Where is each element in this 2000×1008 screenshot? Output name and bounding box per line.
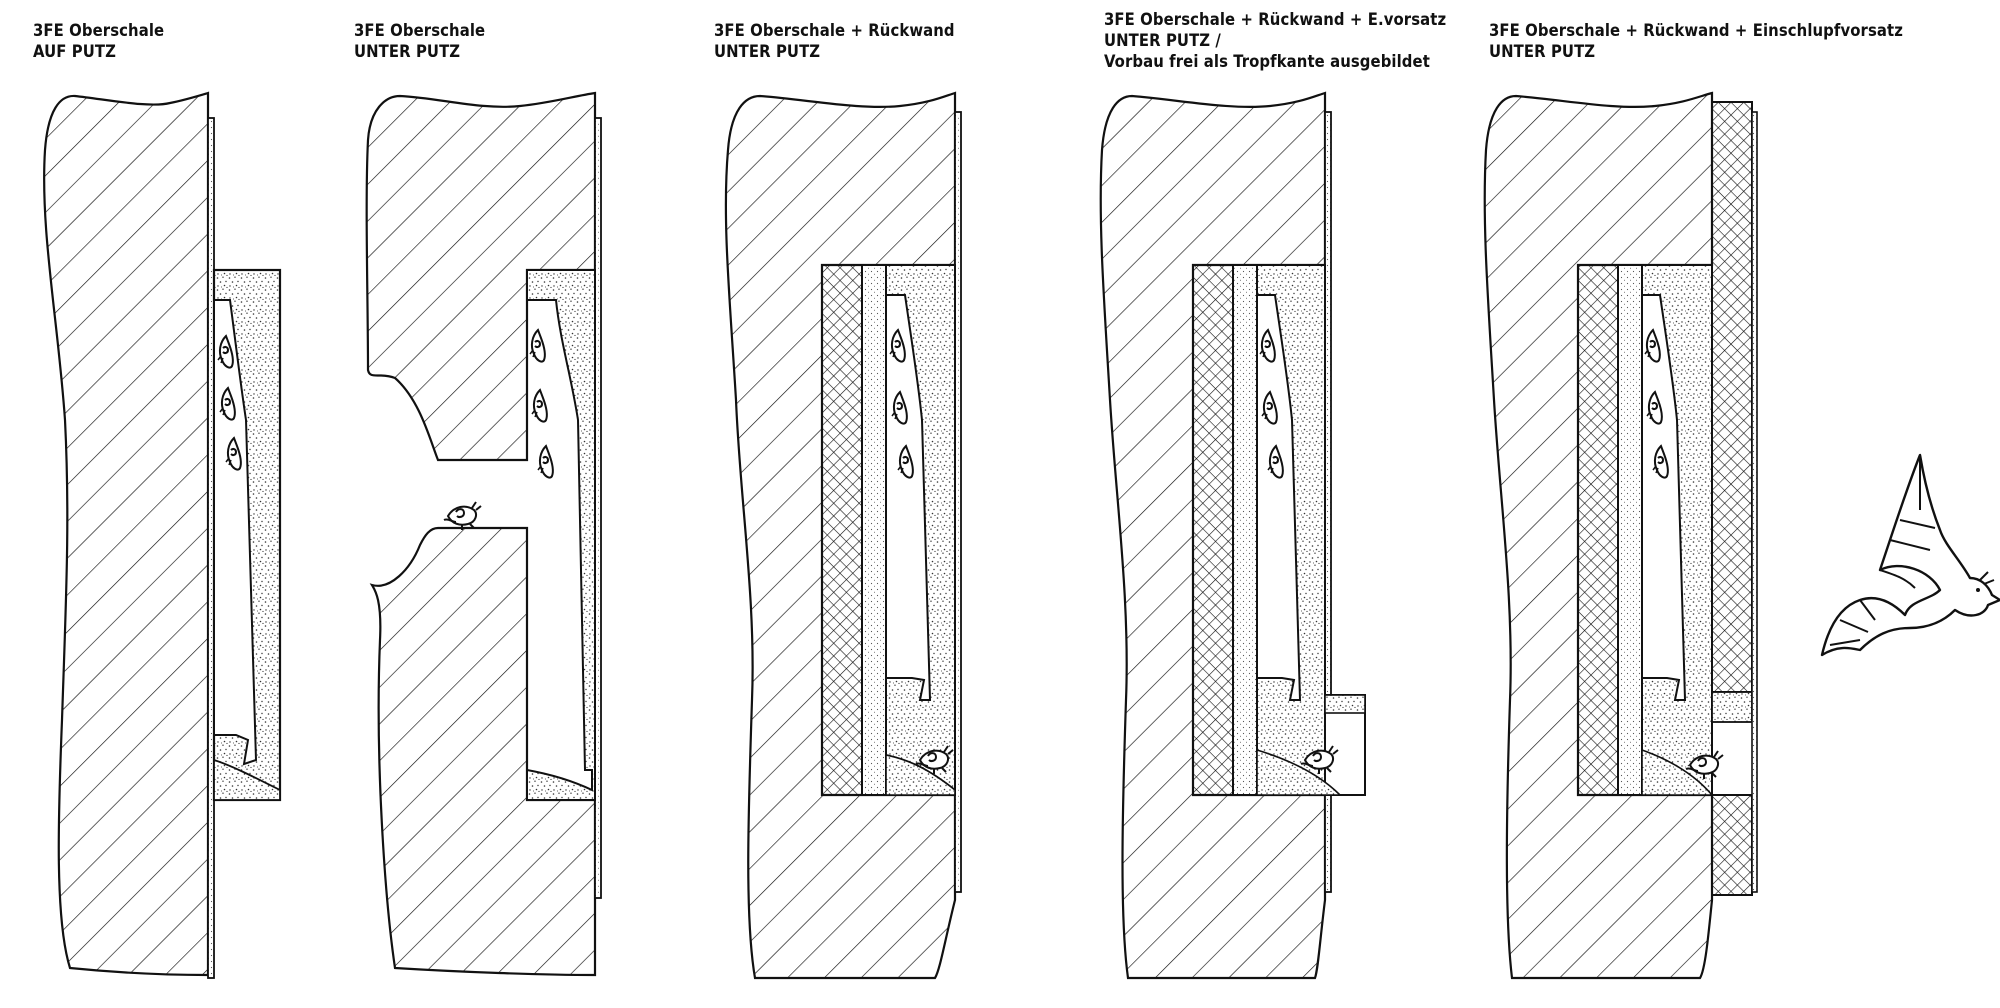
- rear-panel-crosshatch: [1192, 264, 1234, 796]
- rear-panel-insulation: [861, 264, 887, 796]
- wall-section-upper: [365, 91, 597, 462]
- panel-3-rueckwand: [724, 91, 962, 980]
- wall-section: [1099, 91, 1327, 980]
- caption-panel-2: 3FE Oberschale UNTER PUTZ: [354, 21, 486, 61]
- bat-flying-icon: [1820, 453, 2000, 657]
- rear-panel-crosshatch: [821, 264, 863, 796]
- rear-panel-crosshatch: [1577, 264, 1619, 796]
- panel-2-unter-putz: [365, 91, 602, 977]
- rear-panel-insulation: [1232, 264, 1258, 796]
- plaster-layer: [1751, 111, 1758, 893]
- panel-5-einschlupfvorsatz: [1483, 91, 1758, 980]
- entry-attachment-crosshatch-lower: [1711, 794, 1753, 896]
- caption-panel-4: 3FE Oberschale + Rückwand + E.vorsatz UN…: [1104, 10, 1447, 71]
- bat-box-shell: [526, 269, 596, 801]
- wall-section: [1483, 91, 1714, 980]
- rear-panel-insulation: [1617, 264, 1643, 796]
- panel-1-auf-putz: [43, 91, 282, 979]
- wall-section-lower: [369, 526, 597, 977]
- panel-4-e-vorsatz: [1099, 91, 1366, 980]
- wall-section: [43, 91, 210, 977]
- entry-attachment-crosshatch: [1711, 101, 1753, 693]
- caption-panel-1: 3FE Oberschale AUF PUTZ: [33, 21, 165, 61]
- wall-section: [724, 91, 957, 980]
- caption-panel-3: 3FE Oberschale + Rückwand UNTER PUTZ: [714, 21, 955, 61]
- caption-panel-5: 3FE Oberschale + Rückwand + Einschlupfvo…: [1489, 21, 1903, 61]
